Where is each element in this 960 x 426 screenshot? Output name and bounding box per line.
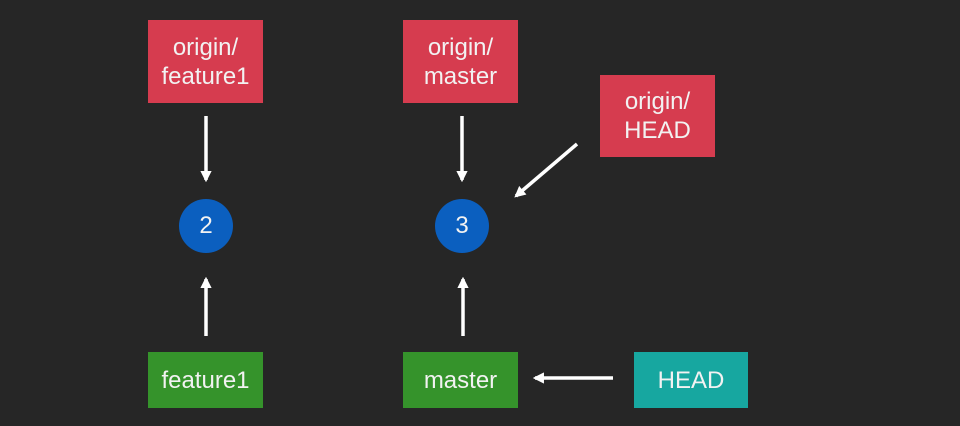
feature1-branch: feature1 xyxy=(148,352,263,408)
commit-2: 2 xyxy=(179,199,233,253)
master-label: master xyxy=(423,366,498,394)
origin-feature1-branch: origin/ feature1 xyxy=(148,20,263,103)
origin-feature1-label-line1: origin/ xyxy=(172,33,239,61)
arrow-origin-head-to-commit-3 xyxy=(514,142,579,198)
origin-head-label-line2: HEAD xyxy=(624,117,691,144)
commit-3: 3 xyxy=(435,199,489,253)
origin-head-label-line1: origin/ xyxy=(624,88,691,115)
commit-2-label: 2 xyxy=(199,212,213,239)
commit-3-label: 3 xyxy=(455,212,469,239)
head-pointer: HEAD xyxy=(634,352,748,408)
origin-head-branch: origin/ HEAD xyxy=(600,75,715,157)
origin-master-label-line1: origin/ xyxy=(427,33,494,61)
feature1-label: feature1 xyxy=(161,366,250,394)
head-label: HEAD xyxy=(657,366,725,394)
origin-master-label-line2: master xyxy=(423,62,498,90)
master-branch: master xyxy=(403,352,518,408)
origin-feature1-label-line2: feature1 xyxy=(161,62,250,90)
origin-master-branch: origin/ master xyxy=(403,20,518,103)
